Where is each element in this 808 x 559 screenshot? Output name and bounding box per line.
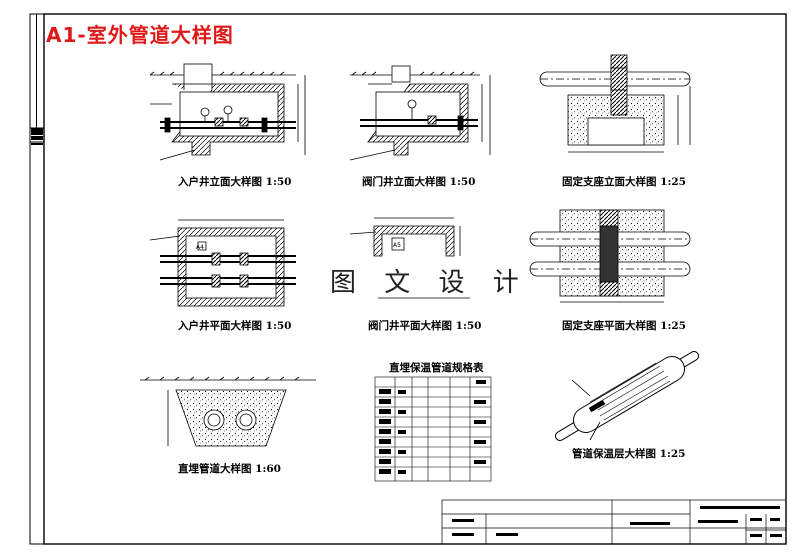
svg-text:A4: A4 [196, 244, 204, 251]
spec-table [374, 376, 492, 482]
valve-well-plan-drawing: A5 [349, 217, 470, 299]
fixed-support-plan-drawing [529, 209, 691, 303]
valve-well-elevation-drawing [349, 65, 491, 161]
caption-entry-well-plan: 入户井平面大样图 1:50 [178, 320, 292, 332]
caption-valve-well-elevation: 阀门井立面大样图 1:50 [362, 176, 476, 188]
insulation-layer-drawing [555, 351, 699, 441]
caption-fixed-support-plan: 固定支座平面大样图 1:25 [562, 320, 686, 332]
sheet-title: A1-室外管道大样图 [46, 23, 234, 47]
caption-valve-well-plan: 阀门井平面大样图 1:50 [368, 320, 482, 332]
entry-well-elevation-drawing [149, 63, 306, 161]
caption-buried-pipe: 直埋管道大样图 1:60 [178, 463, 281, 475]
table-title: 直埋保温管道规格表 [389, 362, 484, 374]
binding-strip [30, 14, 44, 145]
watermark: 图 文 设 计 [330, 268, 529, 298]
fixed-support-elevation-drawing [539, 54, 691, 153]
title-block [441, 499, 787, 545]
caption-entry-well-elevation: 入户井立面大样图 1:50 [178, 176, 292, 188]
caption-fixed-support-elevation: 固定支座立面大样图 1:25 [562, 176, 686, 188]
entry-well-plan-drawing: A4 [149, 219, 296, 307]
svg-text:A5: A5 [393, 242, 401, 249]
caption-insulation-layer: 管道保温层大样图 1:25 [572, 448, 686, 460]
inner-border [43, 13, 787, 545]
buried-pipe-drawing [140, 376, 316, 447]
